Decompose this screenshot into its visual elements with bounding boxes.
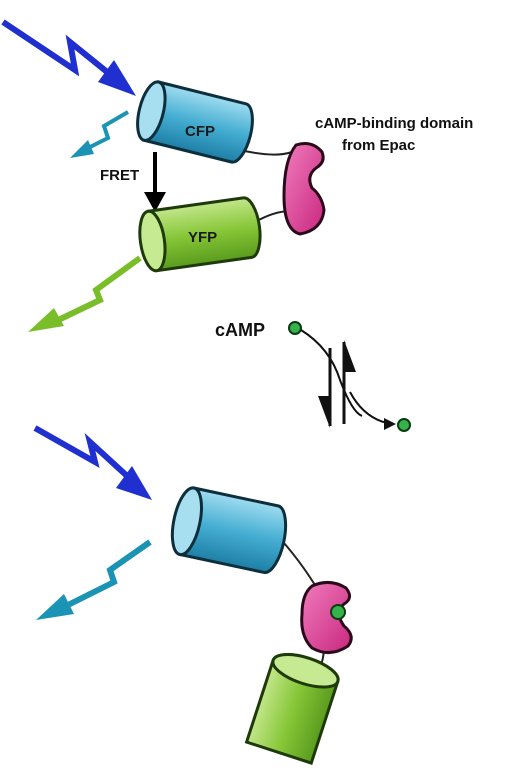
state-camp-bound <box>33 425 353 765</box>
binding-curve <box>300 329 363 417</box>
cfp-label-top: CFP <box>185 123 215 140</box>
camp-molecule-free-top <box>288 321 302 335</box>
excitation-light-arrow-bottom <box>33 425 152 500</box>
domain-label-line1: cAMP-binding domain <box>315 115 473 132</box>
camp-molecule-free-bottom <box>397 418 411 432</box>
camp-molecule-bound <box>330 604 346 620</box>
domain-label-line2: from Epac <box>342 137 415 154</box>
cfp-cylinder-top <box>136 80 254 164</box>
cfp-cylinder-bottom <box>170 486 288 574</box>
yfp-cylinder-top <box>138 196 262 273</box>
camp-binding-domain-bound <box>300 581 353 654</box>
yfp-label-top: YFP <box>188 229 217 246</box>
linker-cfp-domain-top <box>239 149 293 156</box>
fret-arrow <box>144 152 166 212</box>
cfp-emission-arrow-bottom <box>36 539 152 620</box>
equilibrium-arrows <box>318 340 356 428</box>
excitation-light-arrow-top <box>1 19 136 96</box>
yfp-cylinder-bottom <box>244 653 340 765</box>
fret-label: FRET <box>100 167 139 184</box>
state-no-camp: CFP FRET YFP cAMP-binding domain from Ep… <box>1 19 473 332</box>
equilibrium: cAMP <box>215 320 411 432</box>
cfp-emission-arrow-top <box>70 110 130 158</box>
camp-binding-domain-empty <box>282 142 326 236</box>
camp-label: cAMP <box>215 320 265 340</box>
yfp-emission-arrow <box>28 255 142 332</box>
